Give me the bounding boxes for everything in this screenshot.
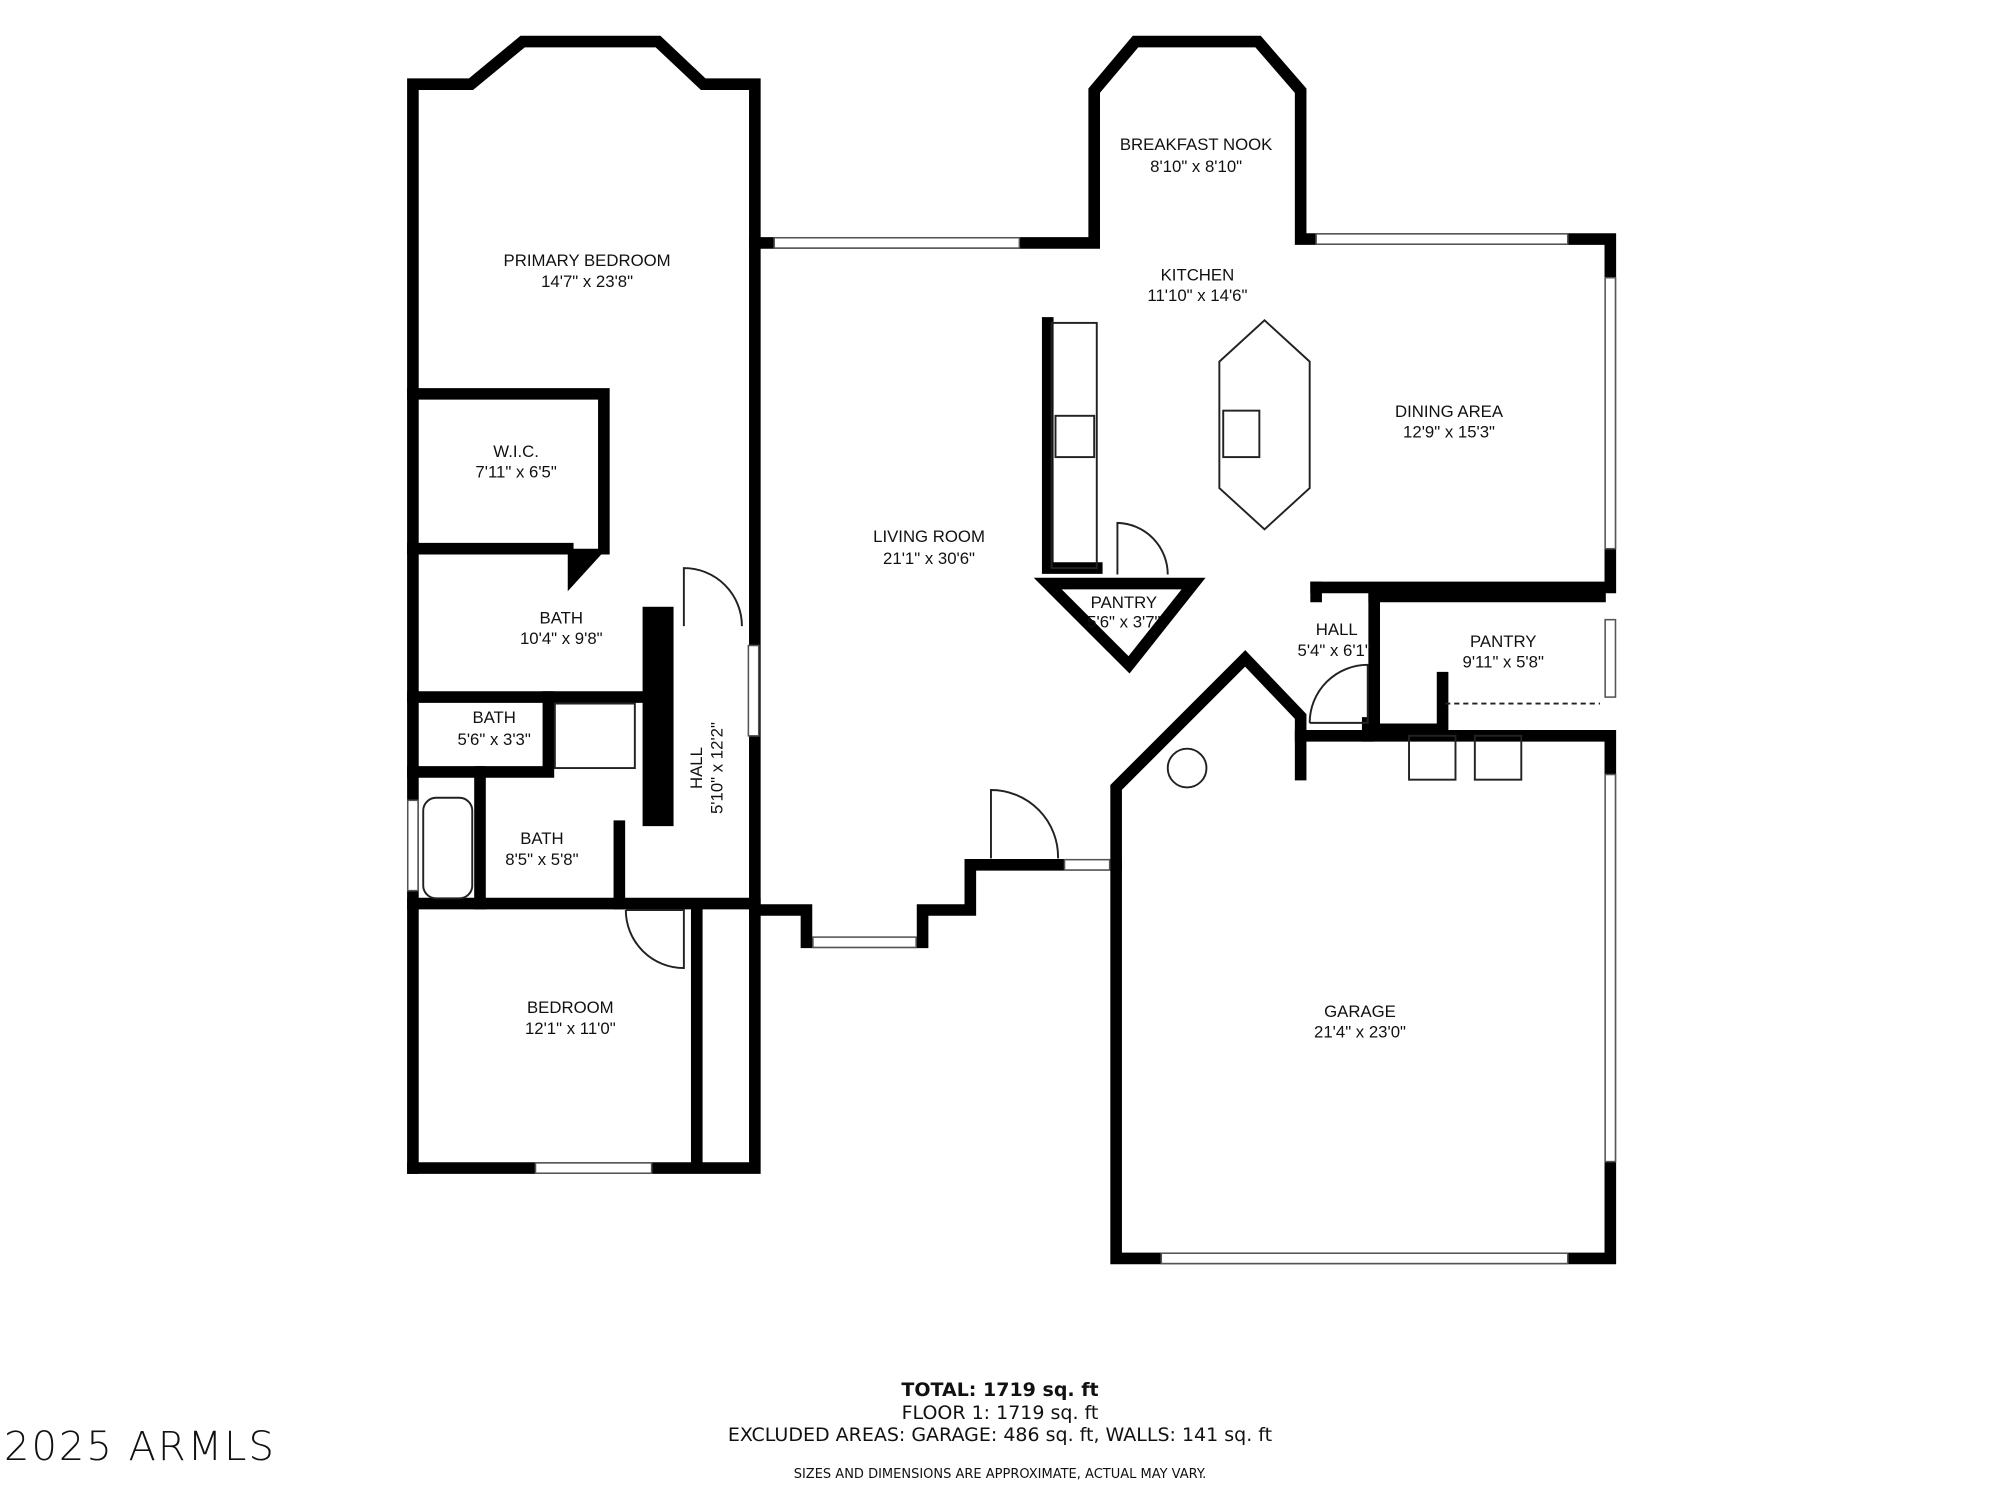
appliance (1408, 734, 1457, 781)
kitchen-island (1218, 319, 1311, 531)
appliance (1473, 734, 1523, 781)
room-dims: 8'10" x 8'10" (1150, 157, 1242, 176)
room-dims: 21'1" x 30'6" (883, 549, 975, 568)
room-dims: 12'1" x 11'0" (525, 1019, 616, 1038)
fixtures (422, 319, 1600, 970)
water-heater (1166, 747, 1208, 789)
room-dims: 5'10" x 12'2" (708, 722, 727, 814)
stove (1054, 414, 1096, 459)
room-name: KITCHEN (1161, 265, 1235, 284)
room-dims: 5'4" x 6'1" (1298, 641, 1371, 660)
room-name: BATH (540, 609, 583, 628)
excluded-areas: EXCLUDED AREAS: GARAGE: 486 sq. ft, WALL… (727, 1424, 1273, 1446)
shower (553, 702, 636, 770)
room-name: HALL (1316, 620, 1358, 639)
sink (1222, 409, 1261, 459)
door-swing (990, 789, 1060, 859)
room-name: PANTRY (1091, 593, 1157, 612)
floor1-area: FLOOR 1: 1719 sq. ft (901, 1402, 1099, 1424)
room-name: W.I.C. (493, 442, 539, 461)
room-name: PANTRY (1470, 632, 1536, 651)
room-dims: 5'6" x 3'3" (458, 730, 531, 749)
room-name: HALL (687, 747, 706, 789)
room-name: LIVING ROOM (873, 527, 985, 546)
room-dims: 14'7" x 23'8" (541, 272, 633, 291)
door-swing (682, 567, 743, 627)
disclaimer: SIZES AND DIMENSIONS ARE APPROXIMATE, AC… (793, 1467, 1207, 1482)
room-name: BATH (520, 829, 563, 848)
door-swing (624, 909, 685, 970)
room-dims: 5'6" x 3'7" (1087, 612, 1160, 631)
total-area: TOTAL: 1719 sq. ft (901, 1379, 1099, 1401)
walls (407, 35, 1617, 1265)
door-swing (1116, 521, 1169, 575)
room-dims: 12'9" x 15'3" (1403, 423, 1495, 442)
room-dims: 11'10" x 14'6" (1147, 286, 1247, 305)
room-labels: PRIMARY BEDROOM 14'7" x 23'8" W.I.C. 7'1… (458, 135, 1544, 1042)
room-dims: 10'4" x 9'8" (520, 629, 603, 648)
room-name: GARAGE (1324, 1002, 1396, 1021)
room-dims: 8'5" x 5'8" (505, 850, 578, 869)
room-name: BEDROOM (527, 998, 614, 1017)
bathtub (422, 796, 474, 900)
room-dims: 21'4" x 23'0" (1314, 1023, 1406, 1042)
room-dims: 9'11" x 5'8" (1463, 652, 1544, 671)
windows (406, 233, 1617, 1265)
door-swing (1308, 663, 1369, 724)
room-name: PRIMARY BEDROOM (504, 251, 671, 270)
kitchen-counter (1050, 321, 1098, 570)
room-dims: 7'11" x 6'5" (475, 463, 556, 482)
room-name: DINING AREA (1395, 402, 1504, 421)
room-name: BREAKFAST NOOK (1120, 135, 1273, 154)
room-name: BATH (472, 708, 515, 727)
watermark-logo: 2025 ARMLS (4, 1424, 276, 1470)
